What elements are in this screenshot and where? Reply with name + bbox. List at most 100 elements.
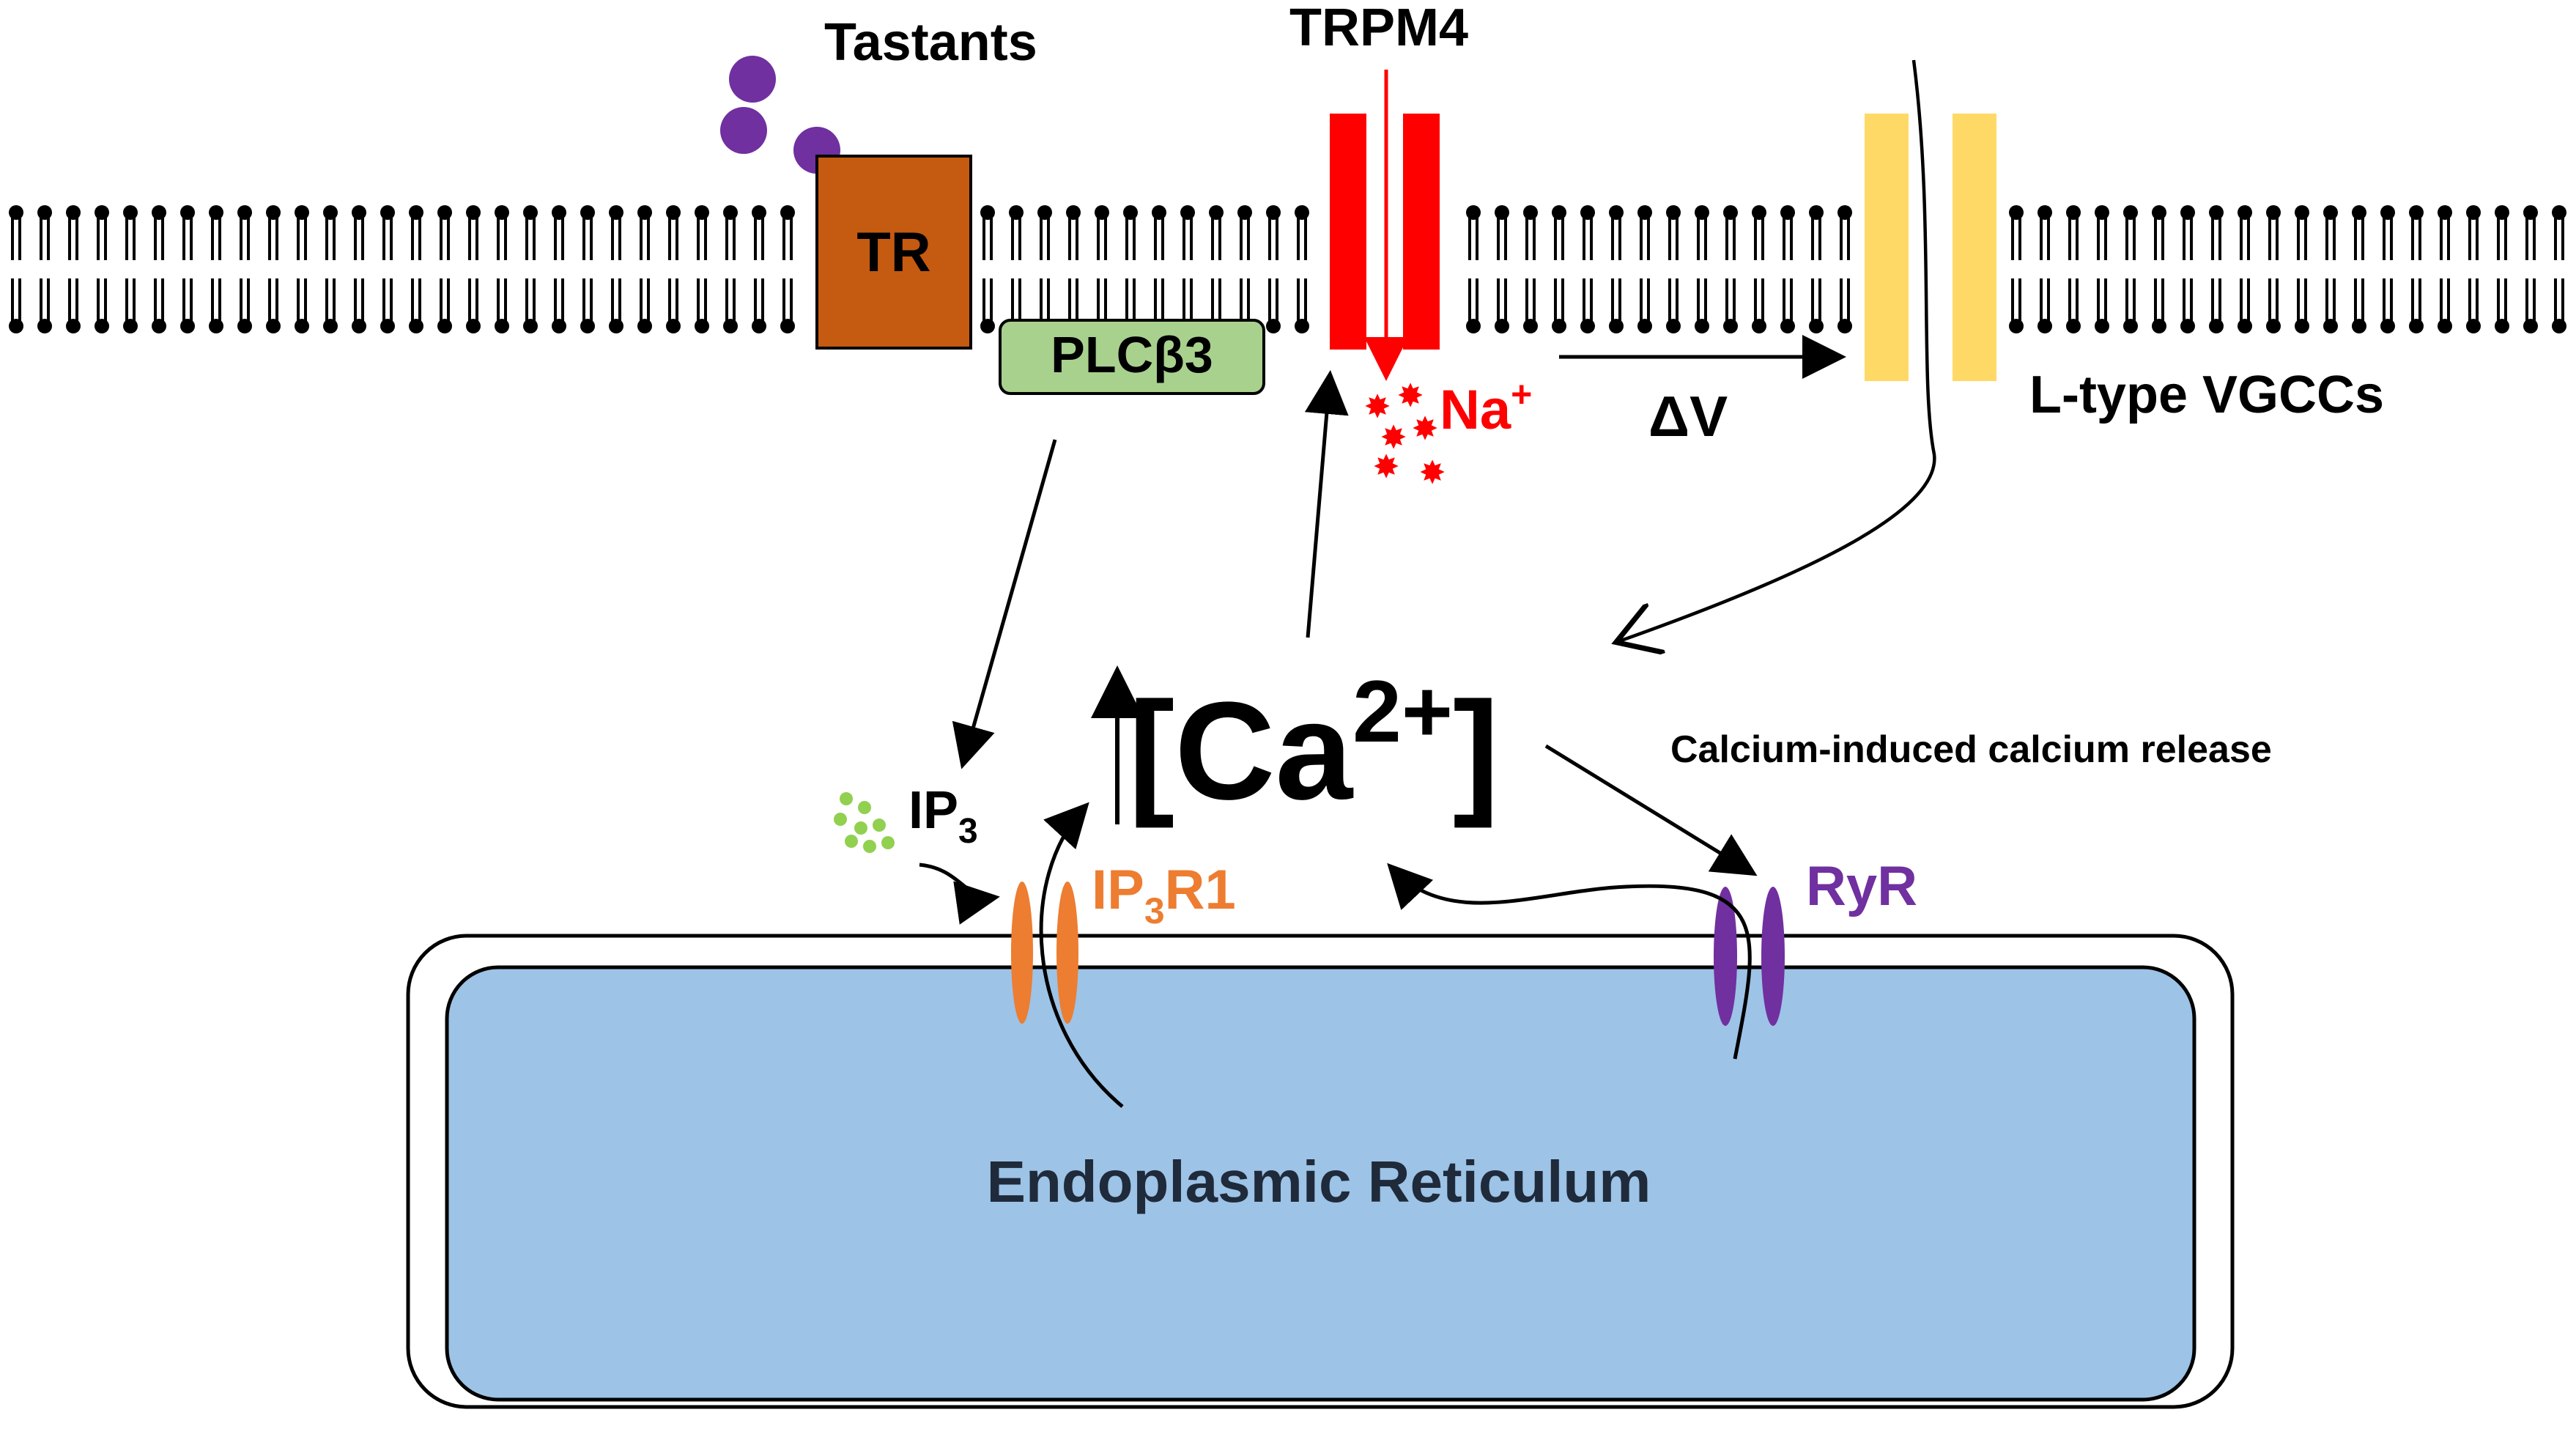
- phospholipid: [437, 205, 452, 333]
- phospholipid: [2466, 205, 2481, 333]
- lipid-head: [1837, 319, 1852, 333]
- phospholipid: [1752, 205, 1766, 333]
- lipid-head: [637, 319, 652, 333]
- lipid-head: [2523, 205, 2538, 220]
- phospholipid: [580, 205, 595, 333]
- phospholipid: [2266, 205, 2281, 333]
- lipid-head: [1466, 319, 1481, 333]
- tastants-label: Tastants: [824, 13, 1037, 72]
- lipid-head: [37, 205, 52, 220]
- phospholipid: [1209, 205, 1224, 333]
- lipid-head: [2238, 319, 2252, 333]
- trpm4-channel: [1330, 70, 1440, 381]
- phospholipid: [2209, 205, 2224, 333]
- lipid-head: [2495, 205, 2509, 220]
- phospholipid: [1609, 205, 1624, 333]
- lipid-head: [95, 319, 109, 333]
- lipid-head: [66, 205, 81, 220]
- phospholipid: [1637, 205, 1652, 333]
- lipid-head: [2323, 205, 2338, 220]
- lipid-head: [2295, 319, 2309, 333]
- phospholipid: [180, 205, 195, 333]
- lipid-head: [95, 205, 109, 220]
- lipid-head: [1523, 205, 1538, 220]
- na-ion-icon: ✸: [1380, 419, 1407, 457]
- phospholipid: [1580, 205, 1595, 333]
- lipid-head: [752, 205, 766, 220]
- phospholipid: [2238, 205, 2252, 333]
- lipid-head: [2552, 319, 2566, 333]
- plasma-membrane-bilayer: [9, 205, 2566, 333]
- phospholipid: [266, 205, 281, 333]
- lipid-head: [2438, 319, 2452, 333]
- lipid-head: [1266, 319, 1281, 333]
- phospholipid: [2295, 205, 2309, 333]
- lipid-head: [1780, 319, 1795, 333]
- phospholipid: [752, 205, 766, 333]
- phospholipid: [780, 205, 795, 333]
- lipid-head: [1095, 205, 1109, 220]
- phospholipid: [2009, 205, 2024, 333]
- lipid-head: [66, 319, 81, 333]
- tr-label: TR: [856, 221, 930, 284]
- lipid-head: [1066, 205, 1081, 220]
- na-ion-icon: ✸: [1397, 377, 1424, 415]
- phospholipid: [1152, 205, 1166, 333]
- lipid-head: [409, 205, 423, 220]
- na-label-text: Na: [1440, 379, 1511, 441]
- lipid-head: [1495, 319, 1509, 333]
- ca-charge: 2+: [1352, 662, 1453, 761]
- ryr-release-arrow: [1387, 862, 1752, 1060]
- l-type-vgcc-channel: [1865, 114, 1996, 381]
- lipid-head: [352, 319, 366, 333]
- ip3r1-subunit: [1056, 882, 1078, 1024]
- lipid-head: [323, 319, 338, 333]
- phospholipid: [1066, 205, 1081, 333]
- ip3r1-label-a: IP: [1092, 859, 1144, 921]
- na-ion-icon: ✸: [1412, 410, 1439, 448]
- phospholipid: [1266, 205, 1281, 333]
- phospholipid: [2066, 205, 2081, 333]
- lipid-head: [2095, 205, 2109, 220]
- lipid-head: [9, 319, 23, 333]
- ip3-dot: [863, 840, 876, 853]
- phospholipid: [380, 205, 395, 333]
- na-label-sup: +: [1511, 374, 1532, 415]
- phospholipid: [352, 205, 366, 333]
- trpm4-subunit: [1330, 114, 1366, 350]
- phospholipid: [2380, 205, 2395, 333]
- lipid-head: [2495, 319, 2509, 333]
- lipid-head: [2180, 205, 2195, 220]
- lipid-head: [1466, 205, 1481, 220]
- phospholipid: [1095, 205, 1109, 333]
- plc-to-ip3-arrow: [952, 439, 1057, 769]
- lipid-head: [2466, 205, 2481, 220]
- lipid-head: [2123, 205, 2138, 220]
- lipid-head: [1666, 205, 1681, 220]
- ryr-label: RyR: [1806, 855, 1917, 917]
- lipid-head: [695, 205, 709, 220]
- ip3-to-ip3r1-arrow: [919, 862, 1000, 925]
- ryr-subunit: [1761, 887, 1785, 1026]
- phospholipid: [1695, 205, 1709, 333]
- lipid-head: [523, 319, 538, 333]
- lipid-head: [1295, 205, 1309, 220]
- ip3-dot: [858, 801, 871, 814]
- lipid-head: [9, 205, 23, 220]
- ryr-channel: [1714, 887, 1785, 1026]
- lipid-head: [1009, 205, 1024, 220]
- lipid-head: [2095, 319, 2109, 333]
- ip3r1-label-sub: 3: [1144, 890, 1165, 931]
- ip3-dot: [845, 835, 858, 848]
- lipid-head: [437, 319, 452, 333]
- lipid-head: [1609, 319, 1624, 333]
- lipid-head: [409, 319, 423, 333]
- ip3-dot: [840, 792, 853, 805]
- lipid-head: [152, 319, 166, 333]
- phospholipid: [1295, 205, 1309, 333]
- phospholipid: [523, 205, 538, 333]
- lipid-head: [1123, 205, 1138, 220]
- cicr-label: Calcium-induced calcium release: [1670, 728, 2272, 771]
- er-release-ip3r1-arrow: [1039, 802, 1124, 1108]
